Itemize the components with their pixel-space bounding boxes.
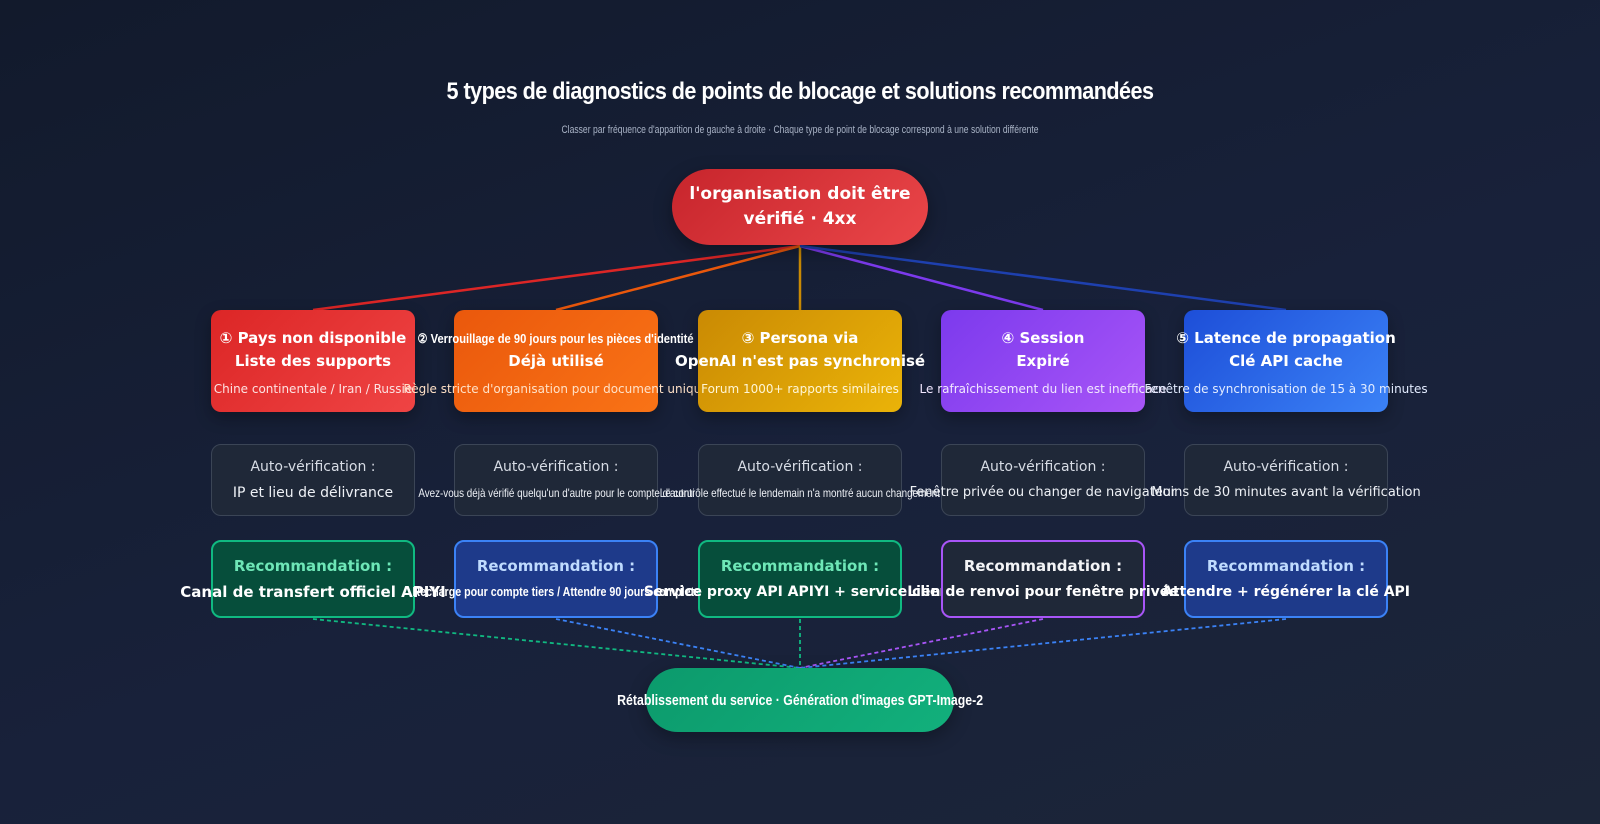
root-line1: l'organisation doit être (689, 184, 911, 204)
recommendation-node-4: Recommandation : Lien de renvoi pour fen… (907, 540, 1179, 618)
diagram-title: 5 types de diagnostics de points de bloc… (446, 78, 1154, 105)
cause-description: Fenêtre de synchronisation de 15 à 30 mi… (1144, 381, 1428, 396)
self-check-heading: Auto-vérification : (493, 459, 619, 475)
cause-node-2: ② Verrouillage de 90 jours pour les pièc… (403, 310, 709, 412)
recommendation-heading: Recommandation : (720, 557, 880, 575)
self-check-text: IP et lieu de délivrance (232, 485, 394, 501)
result-label: Rétablissement du service · Génération d… (617, 691, 983, 709)
self-check-node-4: Auto-vérification : Fenêtre privée ou ch… (910, 444, 1176, 516)
edge-recommendation-to-result-2 (555, 618, 801, 669)
edge-root-to-cause-2 (555, 244, 801, 312)
cause-description: Règle stricte d'organisation pour docume… (403, 381, 709, 396)
cause-node-5: ⑤ Latence de propagation Clé API cache F… (1144, 310, 1428, 412)
cause-subtitle: Liste des supports (234, 351, 392, 370)
cause-description: Le rafraîchissement du lien est ineffica… (919, 381, 1167, 396)
cause-description: Chine continentale / Iran / Russie (213, 381, 413, 396)
edge-root-to-cause-5 (799, 244, 1287, 312)
result-node-service-restored: Rétablissement du service · Génération d… (617, 668, 983, 732)
self-check-text: Avez-vous déjà vérifié quelqu'un d'autre… (417, 486, 695, 500)
recommendation-heading: Recommandation : (1206, 557, 1366, 575)
recommendation-node-3: Recommandation : Service proxy API APIYI… (644, 540, 956, 618)
edges-to-causes (312, 244, 1287, 312)
root-node-org-verification: l'organisation doit être vérifié · 4xx (672, 169, 928, 245)
self-check-node-2: Auto-vérification : Avez-vous déjà vérif… (418, 444, 694, 516)
cause-subtitle: Déjà utilisé (508, 351, 604, 370)
cause-node-1: ① Pays non disponible Liste des supports… (211, 310, 415, 412)
root-line2: vérifié · 4xx (743, 209, 857, 229)
recommendation-node-1: Recommandation : Canal de transfert offi… (180, 540, 446, 618)
edge-recommendation-to-result-1 (312, 618, 801, 669)
edges-to-result (312, 618, 1287, 669)
recommendation-text: Lien de renvoi pour fenêtre privée (907, 584, 1179, 600)
cause-title: ⑤ Latence de propagation (1176, 328, 1396, 347)
cause-subtitle: OpenAI n'est pas synchronisé (674, 351, 926, 370)
recommendation-node-2: Recommandation : Recharge pour compte ti… (412, 540, 700, 618)
self-check-node-1: Auto-vérification : IP et lieu de délivr… (211, 444, 415, 516)
recommendation-text: Attendre + régénérer la clé API (1161, 584, 1411, 600)
self-check-text: Moins de 30 minutes avant la vérificatio… (1151, 485, 1421, 500)
recommendation-heading: Recommandation : (963, 557, 1123, 575)
self-check-node-5: Auto-vérification : Moins de 30 minutes … (1151, 444, 1421, 516)
recommendation-text: Service proxy API APIYI + service client (643, 584, 957, 600)
recommendation-node-5: Recommandation : Attendre + régénérer la… (1162, 540, 1410, 618)
cause-title: ④ Session (1001, 328, 1085, 347)
self-check-heading: Auto-vérification : (250, 459, 376, 475)
cause-title: ① Pays non disponible (219, 328, 407, 347)
self-check-heading: Auto-vérification : (737, 459, 863, 475)
cause-title: ② Verrouillage de 90 jours pour les pièc… (417, 330, 695, 346)
cause-subtitle: Expiré (1016, 351, 1070, 370)
self-check-heading: Auto-vérification : (980, 459, 1106, 475)
self-check-heading: Auto-vérification : (1223, 459, 1349, 475)
self-check-node-3: Auto-vérification : Le contrôle effectué… (660, 444, 940, 516)
cause-subtitle: Clé API cache (1229, 351, 1343, 370)
recommendation-text: Canal de transfert officiel APIYI (180, 583, 446, 601)
cause-node-4: ④ Session Expiré Le rafraîchissement du … (920, 310, 1166, 412)
edge-recommendation-to-result-4 (799, 618, 1044, 669)
cause-title: ③ Persona via (741, 328, 859, 347)
edge-root-to-cause-1 (312, 244, 801, 312)
self-check-text: Fenêtre privée ou changer de navigateur (909, 485, 1177, 500)
recommendation-heading: Recommandation : (233, 557, 393, 575)
recommendation-heading: Recommandation : (476, 557, 636, 575)
self-check-text: Le contrôle effectué le lendemain n'a mo… (659, 486, 941, 500)
edge-root-to-cause-4 (799, 244, 1044, 312)
diagram-subtitle: Classer par fréquence d'apparition de ga… (561, 124, 1039, 136)
cause-node-3: ③ Persona via OpenAI n'est pas synchroni… (675, 310, 925, 412)
recommendation-text: Recharge pour compte tiers / Attendre 90… (412, 584, 700, 599)
cause-description: Forum 1000+ rapports similaires (701, 381, 899, 396)
edge-recommendation-to-result-5 (799, 618, 1287, 669)
